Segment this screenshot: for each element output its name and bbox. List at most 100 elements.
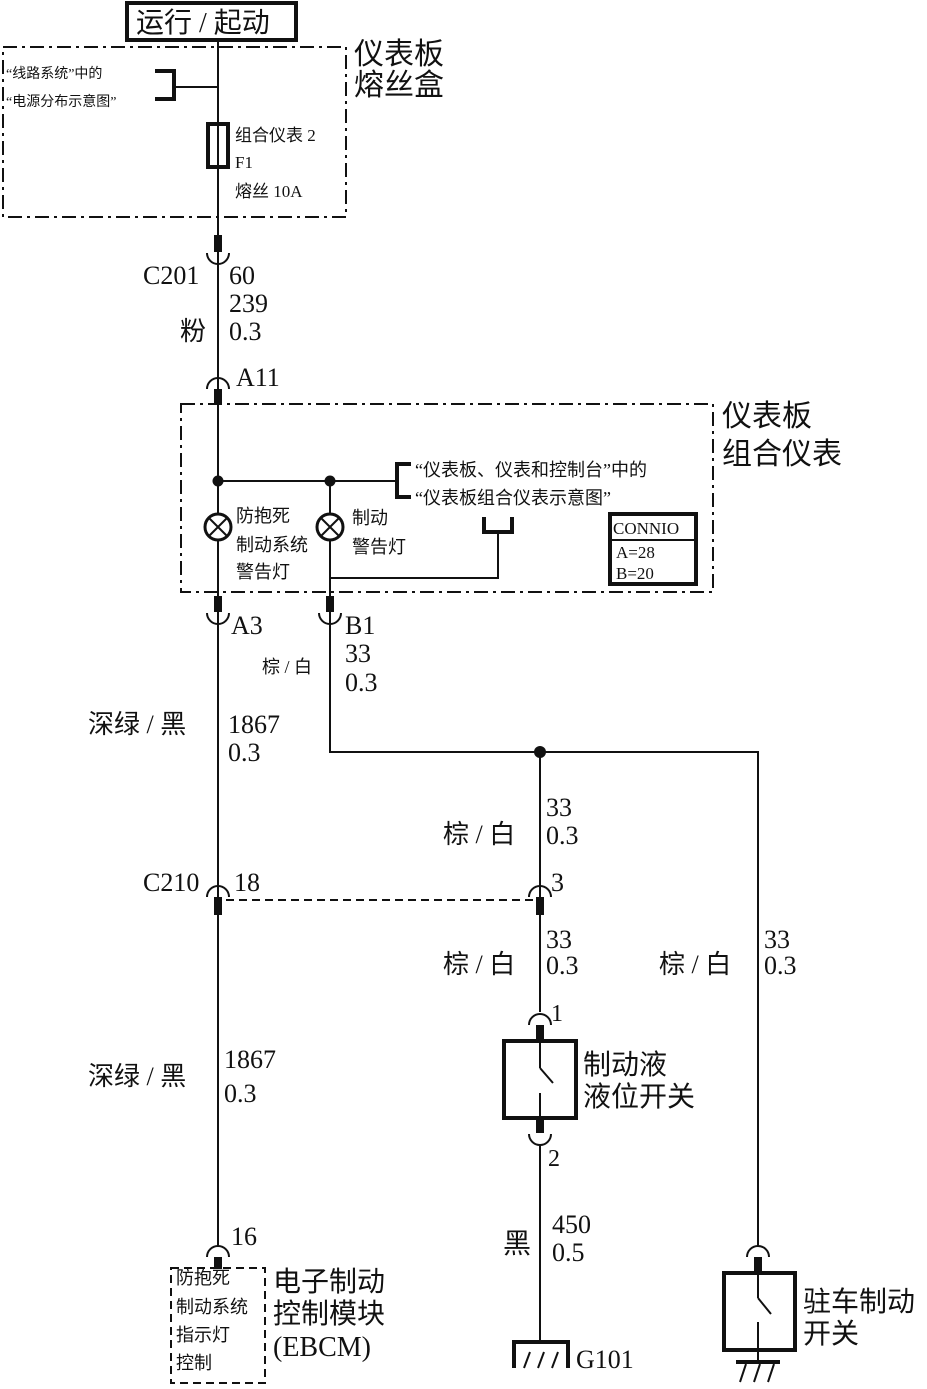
b1-wire bbox=[329, 614, 759, 1246]
abs-lamp-label: 防抱死 bbox=[236, 506, 290, 526]
fuse-rating: 熔丝 10A bbox=[235, 182, 303, 201]
fluid-switch-pin-top: 1 bbox=[551, 1001, 563, 1027]
wire-circuit: 33 bbox=[546, 925, 572, 954]
ebcm-label: (EBCM) bbox=[273, 1332, 371, 1363]
ebcm-outline bbox=[170, 1267, 266, 1384]
a3-color: 深绿 / 黑 bbox=[88, 710, 186, 739]
ref-bracket bbox=[482, 517, 514, 534]
b1-circuit: 33 bbox=[345, 639, 371, 668]
c201-pin: 60 bbox=[229, 261, 255, 290]
ebcm-label: 电子制动 bbox=[273, 1266, 385, 1298]
b1-color: 棕 / 白 bbox=[262, 657, 312, 677]
connector-pin-icon bbox=[214, 1257, 222, 1269]
fuse-box-title: 仪表板 bbox=[354, 38, 444, 71]
connector-pin-icon bbox=[214, 389, 222, 405]
cluster-ref: “仪表板组合仪表示意图” bbox=[415, 488, 611, 508]
brake-lamp-label: 警告灯 bbox=[352, 537, 406, 557]
ground-wire-gauge: 0.5 bbox=[552, 1238, 585, 1267]
wire-gauge: 0.3 bbox=[546, 951, 579, 980]
ebcm-label: 控制模块 bbox=[273, 1298, 385, 1330]
wire-circuit: 33 bbox=[764, 925, 790, 954]
a3-circuit: 1867 bbox=[228, 710, 280, 739]
c201-circuit: 239 bbox=[229, 289, 268, 318]
connio-box bbox=[608, 512, 698, 586]
ground-label: G101 bbox=[576, 1345, 634, 1374]
connector-socket-icon bbox=[206, 885, 230, 898]
connector-pin-icon bbox=[754, 1257, 762, 1273]
b1-gauge: 0.3 bbox=[345, 668, 378, 697]
fuse-icon bbox=[206, 122, 230, 169]
wire-circuit: 1867 bbox=[224, 1045, 276, 1074]
fuse-box-ref: “线路系统”中的 bbox=[6, 66, 102, 82]
abs-lamp-label: 警告灯 bbox=[236, 562, 290, 582]
fluid-switch-pin-bottom: 2 bbox=[548, 1146, 560, 1172]
a3-gauge: 0.3 bbox=[228, 738, 261, 767]
park-brake-switch-icon bbox=[722, 1271, 797, 1362]
cluster-ref: “仪表板、仪表和控制台”中的 bbox=[415, 460, 647, 480]
fuse-box-title: 熔丝盒 bbox=[354, 69, 444, 102]
c201-color: 粉 bbox=[180, 317, 206, 346]
c210-pin-left: 18 bbox=[234, 868, 260, 897]
cluster-title: 仪表板 bbox=[722, 400, 812, 433]
wire-color: 棕 / 白 bbox=[443, 950, 515, 979]
connio-a: A=28 bbox=[616, 543, 655, 562]
c201-label: C201 bbox=[143, 261, 199, 290]
ebcm-pin: 16 bbox=[231, 1222, 257, 1251]
connector-pin-icon bbox=[214, 897, 222, 915]
connector-socket-icon bbox=[206, 252, 230, 265]
connio-b: B=20 bbox=[616, 564, 654, 583]
connio-title: CONNIO bbox=[613, 519, 679, 538]
lamp-return-wire bbox=[330, 532, 499, 579]
connector-pin-icon bbox=[536, 897, 544, 915]
fluid-switch-label: 液位开关 bbox=[583, 1081, 695, 1113]
brake-lamp-label: 制动 bbox=[352, 508, 388, 528]
fluid-switch-label: 制动液 bbox=[583, 1049, 667, 1081]
ref-bracket bbox=[395, 462, 411, 499]
ground-icon bbox=[736, 1360, 780, 1383]
branch-color: 棕 / 白 bbox=[443, 820, 515, 849]
power-source-label: 运行 / 起动 bbox=[136, 7, 270, 39]
a11-pin: A11 bbox=[236, 363, 280, 392]
ground-wire-color: 黑 bbox=[503, 1229, 531, 1260]
connector-socket-icon bbox=[206, 377, 230, 390]
connector-socket-icon bbox=[206, 1245, 230, 1258]
connector-socket-icon bbox=[746, 1245, 770, 1258]
wire-color: 深绿 / 黑 bbox=[88, 1062, 186, 1091]
ebcm-inner-label: 控制 bbox=[176, 1353, 212, 1373]
branch-gauge: 0.3 bbox=[546, 821, 579, 850]
fuse-name: 组合仪表 2 bbox=[235, 126, 316, 145]
ebcm-inner-label: 防抱死 bbox=[176, 1268, 230, 1288]
park-switch-label: 开关 bbox=[803, 1318, 859, 1350]
connector-socket-icon bbox=[528, 1013, 552, 1026]
abs-lamp-icon bbox=[203, 512, 233, 542]
abs-lamp-label: 制动系统 bbox=[236, 535, 308, 555]
connector-pin-icon bbox=[214, 235, 222, 252]
fluid-level-switch-icon bbox=[502, 1039, 578, 1120]
wire-gauge: 0.3 bbox=[764, 951, 797, 980]
ebcm-inner-label: 制动系统 bbox=[176, 1297, 248, 1317]
cluster-title: 组合仪表 bbox=[722, 438, 842, 471]
connector-pin-icon bbox=[536, 1118, 544, 1133]
connector-pin-icon bbox=[536, 1025, 544, 1041]
c210-pin-right: 3 bbox=[551, 868, 564, 897]
splice-dot bbox=[212, 475, 224, 487]
connector-pin-icon bbox=[214, 596, 222, 612]
wire-gauge: 0.3 bbox=[224, 1079, 257, 1108]
fuse-box-outline bbox=[2, 46, 347, 218]
ebcm-inner-label: 指示灯 bbox=[176, 1325, 230, 1345]
cluster-outline bbox=[180, 403, 714, 593]
a3-pin: A3 bbox=[231, 611, 263, 640]
fuse-id: F1 bbox=[235, 153, 253, 172]
park-switch-label: 驻车制动 bbox=[803, 1286, 915, 1318]
connector-socket-icon bbox=[528, 885, 552, 898]
power-source-box bbox=[125, 1, 298, 42]
fuse-box-ref: “电源分布示意图” bbox=[6, 93, 116, 110]
ground-icon bbox=[512, 1340, 570, 1369]
b1-pin: B1 bbox=[345, 611, 375, 640]
branch-circuit: 33 bbox=[546, 793, 572, 822]
ref-bracket bbox=[155, 69, 176, 101]
connector-pin-icon bbox=[326, 596, 334, 612]
c201-gauge: 0.3 bbox=[229, 317, 262, 346]
connector-socket-icon bbox=[528, 1133, 552, 1146]
